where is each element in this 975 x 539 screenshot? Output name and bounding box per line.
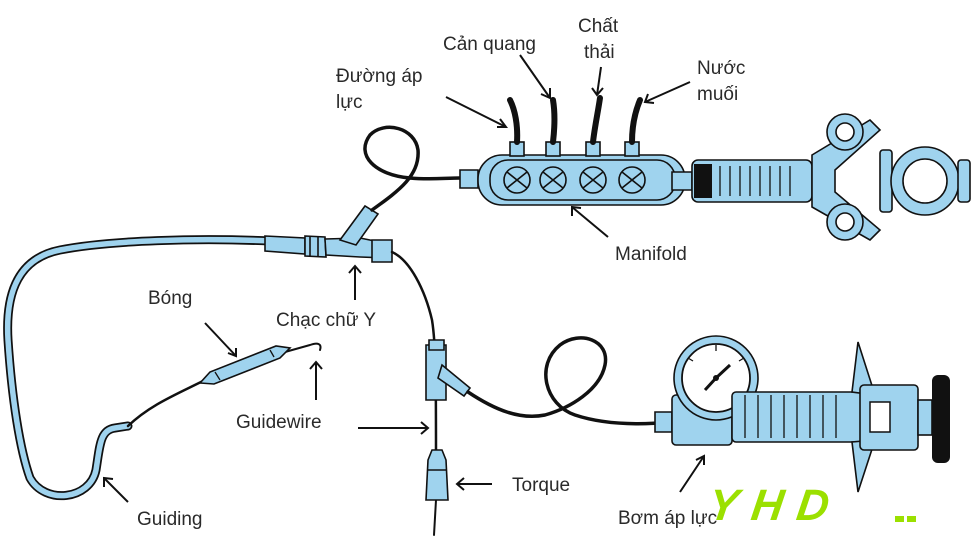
label-guidewire: Guidewire	[236, 412, 322, 433]
stopcocks	[503, 166, 646, 194]
label-bong: Bóng	[148, 288, 192, 309]
arrow-manifold	[571, 205, 609, 238]
balloon-catheter	[126, 342, 322, 428]
lower-y-connector	[425, 339, 472, 401]
torque-device	[425, 449, 449, 501]
label-guiding: Guiding	[137, 509, 203, 530]
label-can-quang: Cản quang	[443, 34, 536, 55]
label-nuoc-muoi-line2: muối	[697, 84, 738, 105]
label-bom-ap-luc: Bơm áp lực	[618, 508, 717, 529]
arrow-can-quang	[519, 54, 551, 100]
yhd-logo: YHD	[706, 481, 916, 530]
arrow-chat-thai	[591, 66, 604, 97]
label-chac-chu-y: Chạc chữ Y	[276, 310, 376, 331]
arrow-bong	[204, 322, 237, 358]
syringe-scale	[719, 166, 791, 196]
guidewire-lower	[390, 250, 438, 536]
arrow-guidewire-up	[309, 360, 323, 400]
y-connector	[304, 204, 393, 263]
arrow-torque	[455, 477, 492, 491]
label-duong-ap-luc-line2: lực	[336, 92, 362, 113]
arrow-guidewire-right	[358, 421, 430, 435]
arrow-duong-ap-luc	[445, 96, 508, 128]
labels: Đường áp lực Cản quang Chất thải Nước mu…	[137, 16, 745, 530]
inflation-tube	[466, 336, 674, 426]
label-torque: Torque	[512, 475, 570, 496]
arrows	[103, 54, 705, 503]
arrow-bom-ap-luc	[679, 454, 705, 493]
label-chat-thai-line1: Chất	[578, 16, 619, 37]
arrow-chac-chu-y	[348, 264, 362, 300]
label-chat-thai-line2: thải	[584, 42, 615, 63]
label-duong-ap-luc-line1: Đường áp	[336, 66, 422, 87]
manifold-lines	[507, 95, 643, 145]
syringe	[691, 113, 971, 241]
arrow-guiding	[103, 476, 129, 503]
pressure-line	[363, 125, 462, 212]
label-nuoc-muoi-line1: Nước	[697, 58, 745, 79]
balloon	[198, 345, 292, 385]
label-manifold: Manifold	[615, 244, 687, 265]
inflation-pump	[654, 335, 950, 493]
guiding-catheter	[3, 235, 306, 501]
arrow-nuoc-muoi	[643, 81, 691, 104]
pump-scale	[744, 395, 837, 438]
manifold	[459, 141, 693, 206]
logo-text: YHD	[706, 481, 833, 530]
